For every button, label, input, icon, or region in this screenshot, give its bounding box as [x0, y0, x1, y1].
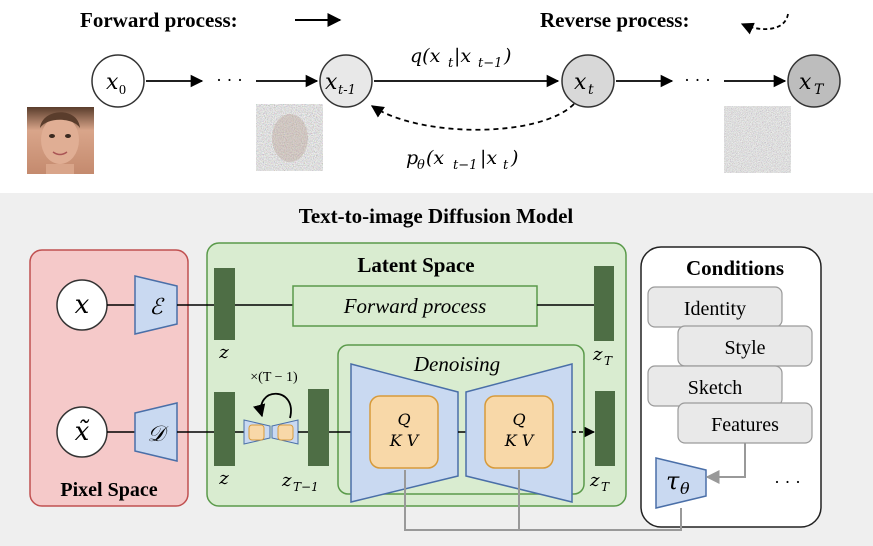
node-x0: x 0 [91, 54, 145, 108]
svg-text:t-1: t-1 [338, 83, 356, 98]
svg-text:x: x [574, 70, 587, 95]
svg-text:t−1: t−1 [478, 56, 502, 71]
svg-text:z: z [592, 344, 603, 365]
svg-text:x: x [799, 70, 812, 95]
small-unet-block [243, 419, 299, 445]
label-z-top: z [218, 342, 229, 363]
node-xt-1: x t-1 [319, 54, 373, 108]
pixel-space-label: Pixel Space [60, 479, 157, 501]
conditions-ellipsis: · · · [774, 472, 801, 492]
unet-decoder-half: Q K V [465, 363, 573, 503]
p-formula: p θ (x t−1 |x t ) [406, 147, 518, 173]
loop-count-label: ×(T − 1) [250, 370, 298, 385]
svg-text:T−1: T−1 [293, 480, 319, 494]
svg-text:z: z [281, 470, 292, 491]
condition-identity: Identity [647, 286, 783, 328]
svg-text:(x: (x [426, 147, 444, 169]
svg-text:x: x [106, 70, 119, 95]
tau-encoder-block: τ θ [655, 457, 707, 509]
svg-text:ℰ: ℰ [149, 295, 165, 320]
svg-text:K V: K V [389, 431, 420, 450]
label-zT1: z T−1 [281, 470, 319, 494]
output-x-tilde-node: x̃ [56, 406, 108, 458]
svg-text:Q: Q [397, 410, 410, 429]
svg-text:): ) [503, 45, 511, 67]
input-x-node: x [56, 279, 108, 331]
svg-text:0: 0 [119, 83, 126, 98]
latent-z-top [214, 268, 235, 340]
noise-image-full [724, 106, 791, 173]
condition-features: Features [677, 402, 813, 444]
svg-text:x: x [75, 290, 90, 320]
svg-text:q(x: q(x [410, 45, 441, 67]
svg-text:t: t [503, 158, 509, 173]
label-zT-bottom: z T [589, 470, 610, 494]
svg-text:T: T [601, 480, 610, 494]
reverse-process-label: Reverse process: [540, 8, 689, 32]
svg-text:K V: K V [504, 431, 535, 450]
svg-text:T: T [604, 354, 613, 368]
svg-text:|x: |x [454, 45, 471, 67]
svg-text:p: p [406, 147, 418, 169]
svg-text:Q: Q [512, 410, 525, 429]
svg-text:x: x [325, 70, 338, 95]
features-to-tau-line [705, 443, 746, 484]
node-xt: x t [561, 54, 615, 108]
svg-text:τ: τ [666, 467, 680, 495]
conditions-label: Conditions [686, 256, 784, 280]
reverse-arrow-legend [740, 13, 789, 35]
svg-text:x̃: x̃ [75, 417, 90, 447]
noisy-image-partial [256, 104, 323, 171]
loop-arrow [253, 392, 292, 419]
condition-sketch: Sketch [647, 365, 783, 407]
svg-text:|x: |x [480, 147, 497, 169]
label-zT-top: z T [592, 344, 613, 368]
node-xT: x T [787, 54, 841, 108]
decoder-block: 𝒟 [134, 402, 178, 462]
panel-title: Text-to-image Diffusion Model [299, 204, 574, 228]
svg-text:θ: θ [680, 479, 690, 498]
latent-zT-top [594, 266, 614, 341]
dots-1: · · · [216, 70, 243, 90]
svg-text:Features: Features [711, 414, 779, 436]
forward-process-box [292, 285, 538, 327]
svg-text:Sketch: Sketch [688, 377, 742, 399]
svg-text:t−1: t−1 [453, 158, 477, 173]
encoder-block: ℰ [134, 275, 178, 335]
svg-text:t: t [588, 82, 594, 98]
denoising-label: Denoising [413, 352, 500, 376]
svg-text:Identity: Identity [684, 298, 746, 320]
svg-text:z: z [589, 470, 600, 491]
q-formula: q(x t |x t−1 ) [410, 45, 511, 71]
label-z-bottom: z [218, 468, 229, 489]
forward-process-box-label: Forward process [343, 294, 487, 318]
svg-text:): ) [510, 147, 518, 169]
reverse-dashed-arrow [370, 103, 575, 131]
dots-2: · · · [684, 70, 711, 90]
svg-text:Style: Style [724, 337, 765, 359]
svg-text:θ: θ [417, 158, 425, 173]
latent-zT1 [308, 389, 329, 466]
latent-zT-bottom [595, 391, 615, 466]
condition-style: Style [677, 325, 813, 367]
svg-text:T: T [814, 82, 825, 98]
unet-encoder-half: Q K V [350, 363, 459, 503]
latent-space-label: Latent Space [357, 253, 474, 277]
svg-text:t: t [448, 56, 454, 71]
svg-text:𝒟: 𝒟 [147, 422, 169, 447]
tau-to-unet-line [404, 470, 682, 531]
face-photo [27, 107, 94, 174]
forward-process-label: Forward process: [80, 8, 238, 32]
latent-z-bottom [214, 392, 235, 466]
